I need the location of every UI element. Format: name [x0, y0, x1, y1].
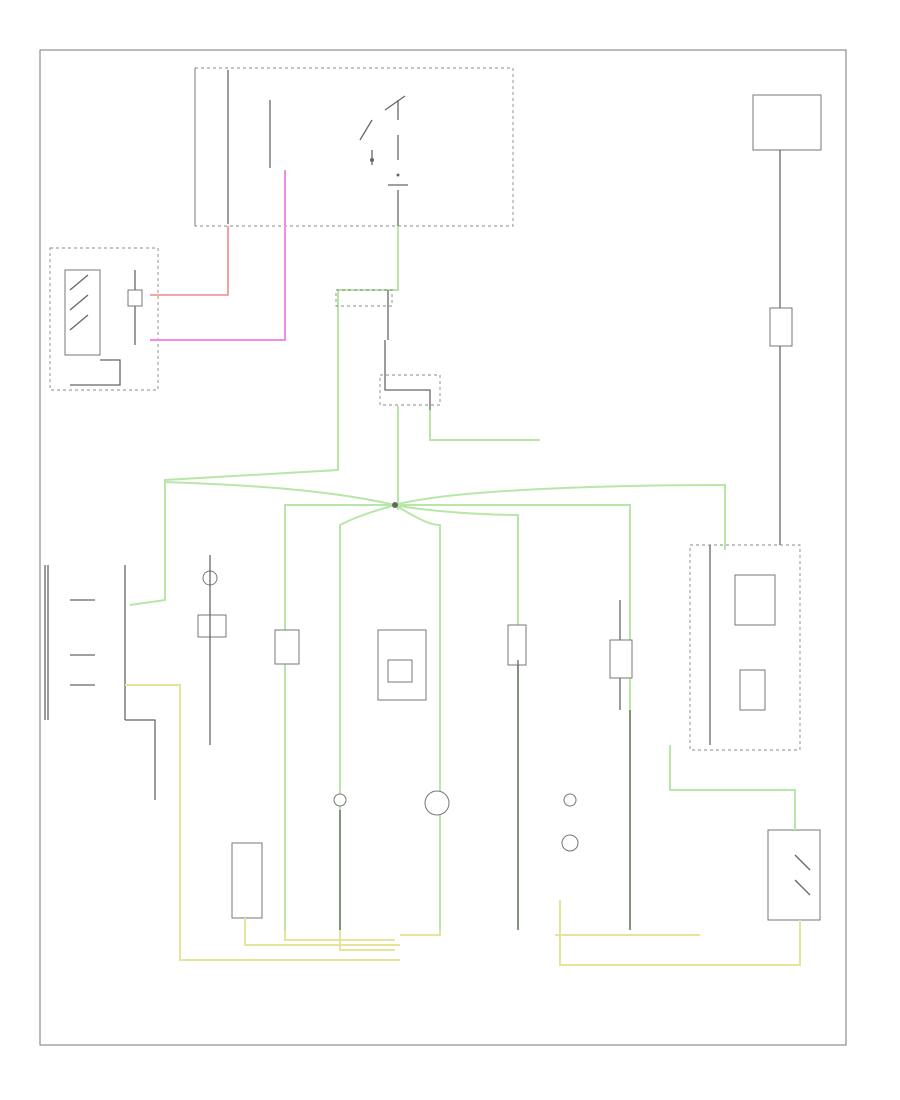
fuse-relay-block — [194, 67, 514, 227]
ground-returns — [209, 660, 631, 930]
component-connector-4 — [507, 624, 527, 666]
diagram-frame — [39, 49, 847, 1046]
component-lamp-1 — [197, 555, 227, 690]
yellow-wire-left — [125, 684, 400, 961]
relay-box — [379, 374, 441, 406]
left-connector-block — [44, 565, 156, 800]
combination-meter — [689, 544, 801, 751]
splice-fan — [164, 481, 726, 930]
red-wire — [150, 226, 229, 296]
green-wire-right — [669, 745, 796, 830]
pink-wire — [150, 170, 286, 341]
component-module-2 — [274, 629, 300, 665]
component-relay-3 — [377, 629, 427, 701]
green-bus-left — [129, 340, 339, 606]
ignition-switch — [49, 247, 159, 391]
right-fuse-relay — [752, 94, 822, 545]
yellow-bus — [244, 900, 801, 966]
lower-components — [231, 790, 821, 921]
green-feed-upper — [337, 226, 399, 340]
component-switch-5 — [609, 600, 633, 710]
